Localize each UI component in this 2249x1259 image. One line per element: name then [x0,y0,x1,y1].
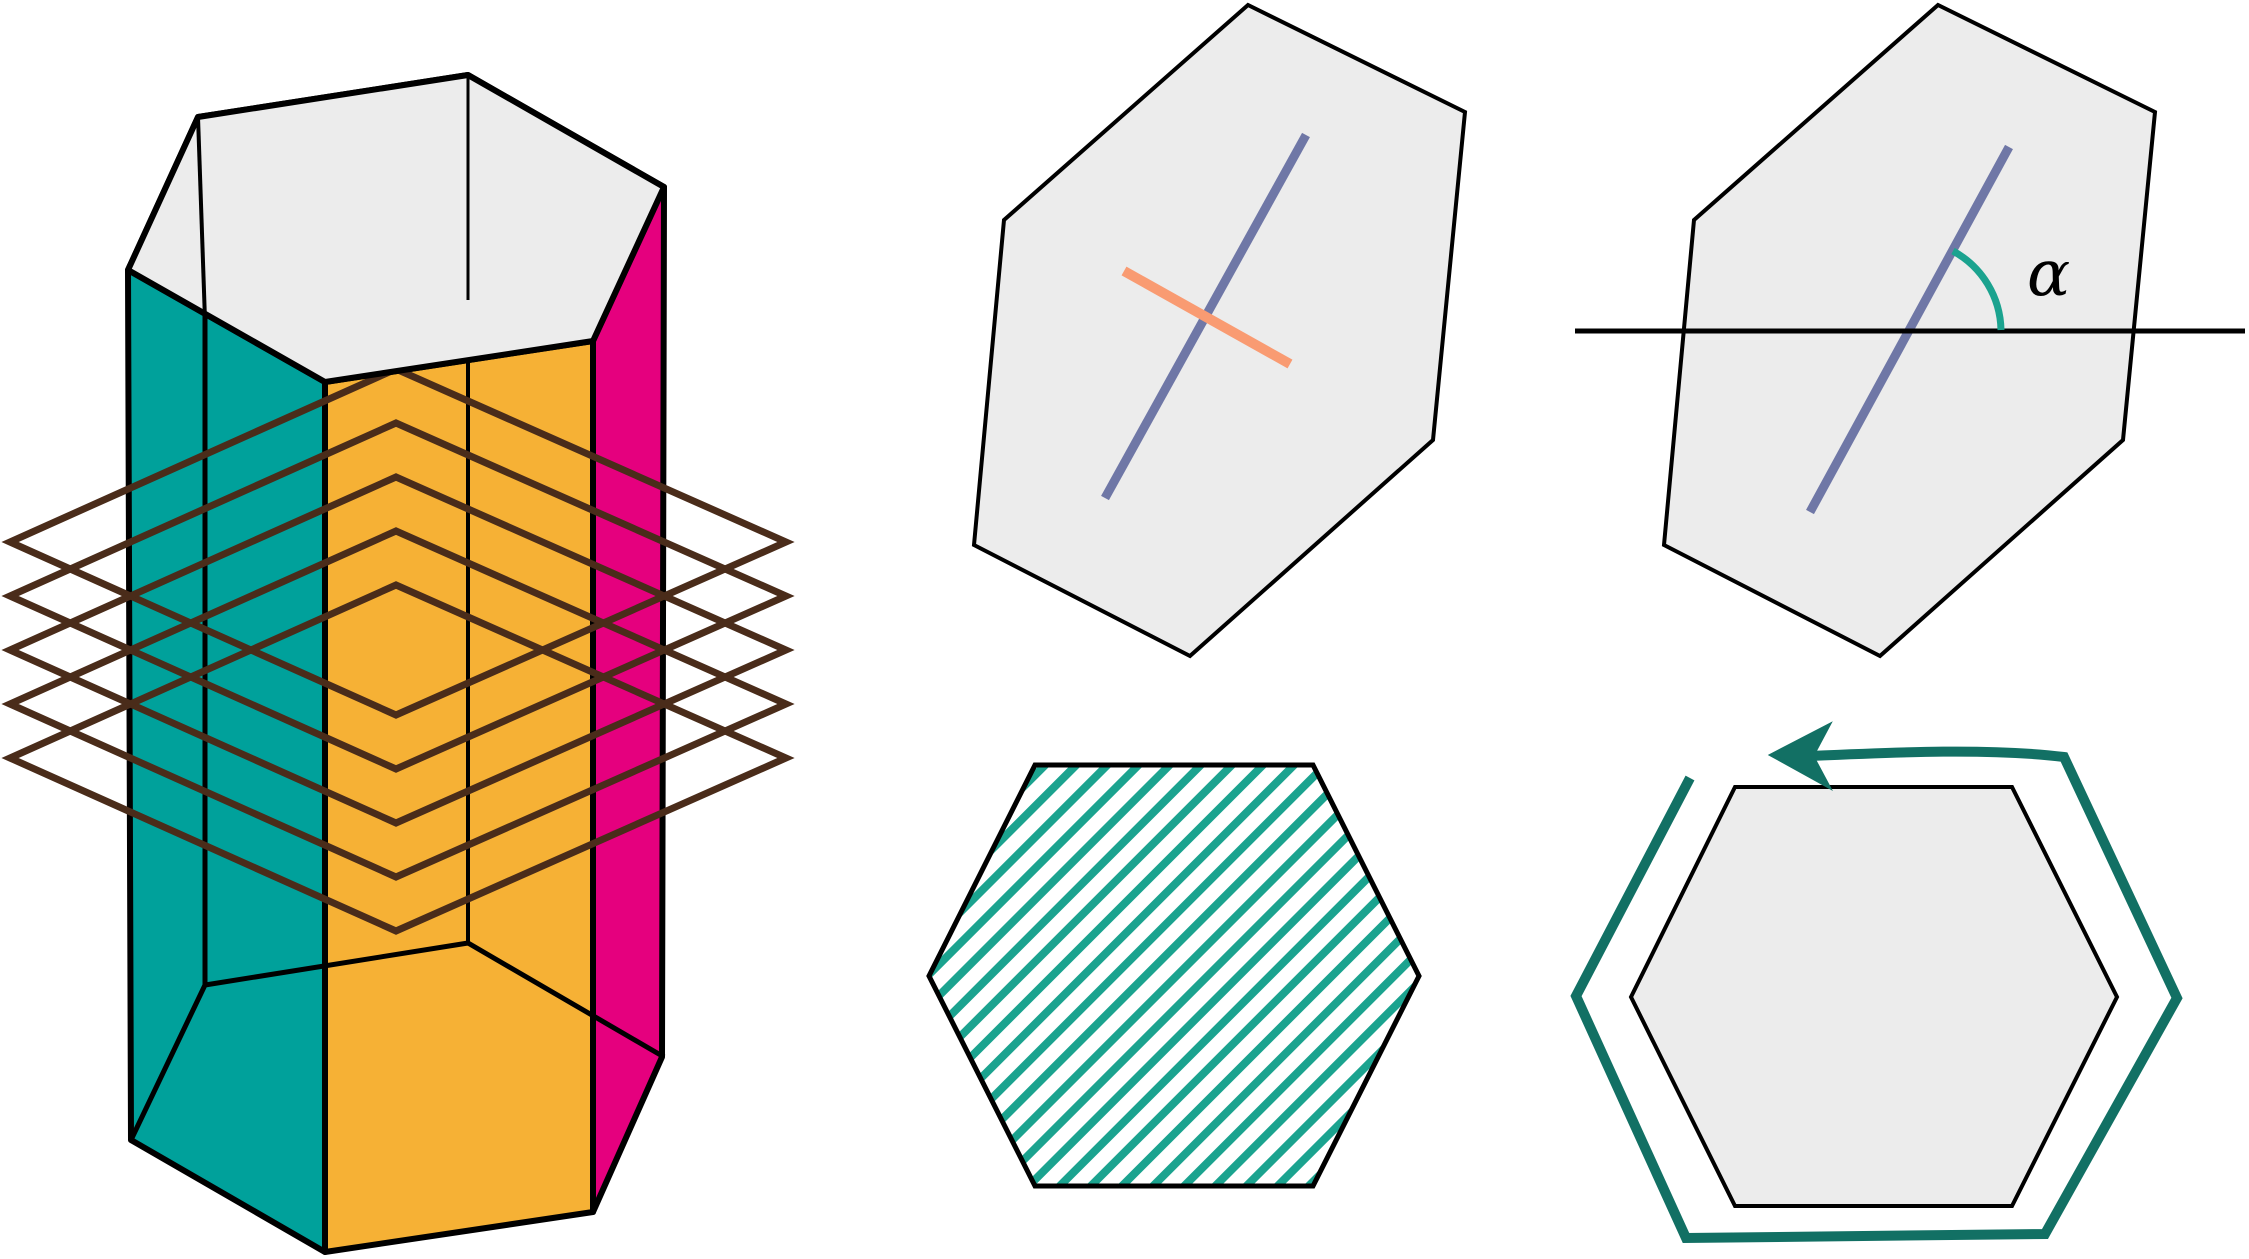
prism-back-edge [196,116,207,321]
hatched-hexagon-shape [926,762,1422,1189]
angle-arc [1951,247,2005,331]
cutting-plane [1,473,795,827]
angle-label: α [2027,237,2070,311]
hexagon-hatched [926,762,1422,1189]
loop-path [1570,746,2183,1244]
cutting-plane [1,419,795,773]
cutting-planes [1,365,795,935]
cutting-plane [1,365,795,719]
cutting-plane [1,527,795,881]
salmon-line [1121,266,1293,369]
hexagon-perpendicular-lines [971,2,1468,659]
hexagon-loop [1570,721,2183,1244]
loop-arrowhead-icon [1767,721,1833,792]
hexagon-angle: α [1575,2,2245,659]
hexagonal-prism [1,72,795,1255]
hexagon-shape [971,2,1468,659]
cutting-plane [1,581,795,935]
prism-back-bottom-edges [128,940,666,1142]
hexagon-shape [1628,785,2120,1208]
